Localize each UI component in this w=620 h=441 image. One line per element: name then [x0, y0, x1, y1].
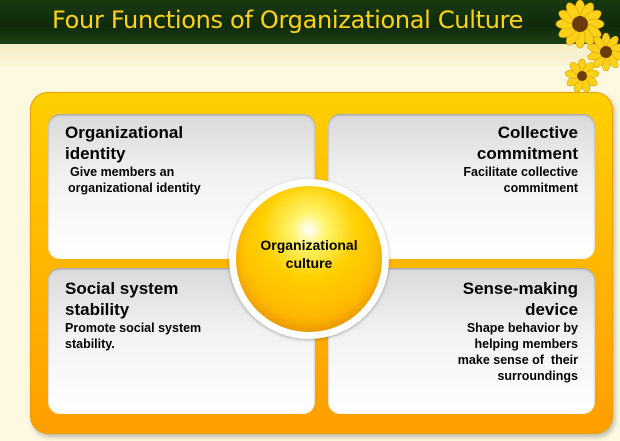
title-line: commitment — [476, 144, 578, 163]
title-bar — [0, 0, 620, 44]
desc-line: Give members an — [70, 165, 175, 179]
title-line: device — [525, 300, 578, 319]
title-line: Organizational — [65, 123, 184, 142]
desc-line: helping members — [474, 337, 579, 351]
desc-line: make sense of their — [457, 353, 578, 367]
title-underline — [0, 44, 620, 66]
title-line: stability — [65, 300, 130, 319]
quadrant-title-social-system-stability: Social system stability — [65, 278, 265, 320]
desc-line: organizational identity — [68, 181, 201, 195]
title-line: Social system — [65, 279, 179, 298]
center-label-line: Organizational — [260, 237, 358, 253]
quadrant-desc-organizational-identity: Give members an organizational identity — [65, 164, 268, 196]
desc-line: Promote social system — [65, 321, 202, 335]
desc-line: stability. — [65, 337, 115, 351]
slide-title: Four Functions of Organizational Culture — [52, 6, 524, 34]
center-label: Organizational culture — [236, 236, 382, 272]
desc-line: commitment — [503, 181, 578, 195]
quadrant-desc-collective-commitment: Facilitate collective commitment — [378, 164, 578, 196]
quadrant-title-sense-making-device: Sense-making device — [378, 278, 578, 320]
quadrant-desc-sense-making-device: Shape behavior by helping members make s… — [378, 320, 578, 384]
desc-line: surroundings — [497, 369, 578, 383]
desc-line: Shape behavior by — [466, 321, 578, 335]
quadrant-desc-social-system-stability: Promote social system stability. — [65, 320, 265, 352]
title-line: Collective — [497, 123, 578, 142]
quadrant-title-organizational-identity: Organizational identity — [65, 122, 265, 164]
desc-line: Facilitate collective — [463, 165, 578, 179]
title-line: Sense-making — [462, 279, 578, 298]
center-label-line: culture — [285, 255, 333, 271]
quadrant-title-collective-commitment: Collective commitment — [378, 122, 578, 164]
center-circle — [236, 186, 382, 332]
title-line: identity — [65, 144, 126, 163]
sunflower-icon — [555, 0, 620, 93]
